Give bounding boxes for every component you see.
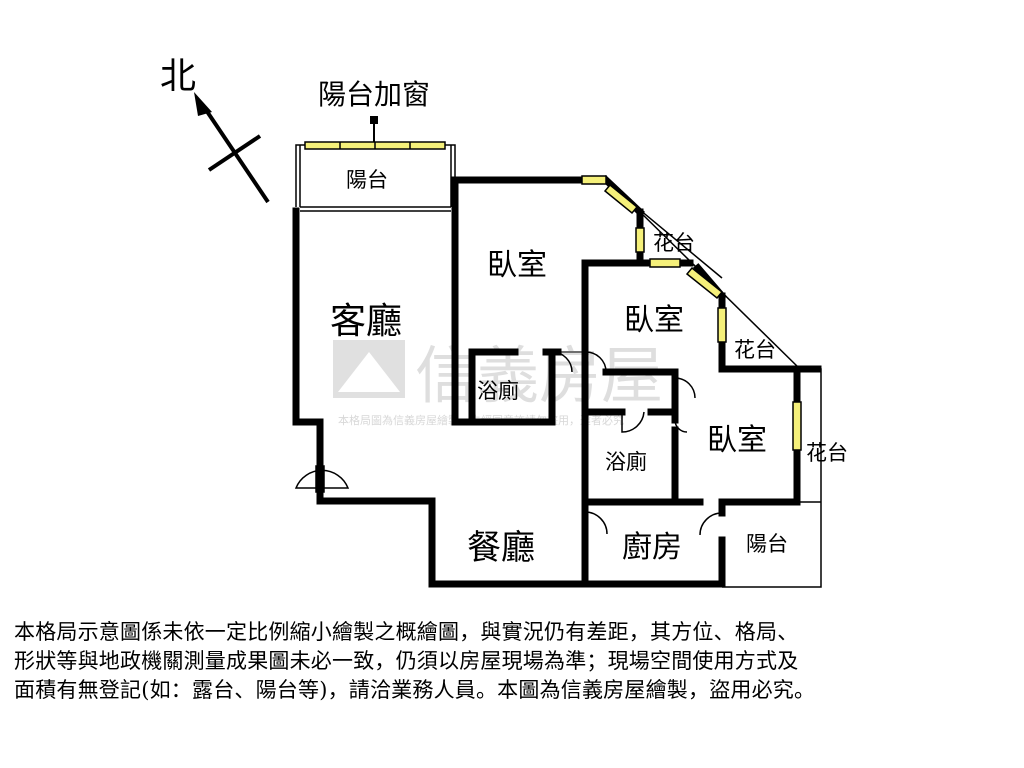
label-bedroom-2: 臥室	[624, 303, 684, 338]
window-bedroom3-right	[792, 401, 802, 451]
window-diagonal-2	[685, 266, 724, 300]
windows	[304, 141, 802, 451]
label-living-room: 客廳	[330, 301, 402, 342]
bedroom3-door	[674, 377, 696, 399]
bedroom2-door	[584, 351, 607, 373]
watermark-logo-mark	[338, 352, 400, 392]
doors	[294, 351, 723, 536]
label-planter-3: 花台	[806, 441, 848, 465]
disclaimer-line-1: 本格局示意圖係未依一定比例縮小繪製之概繪圖，與實況仍有差距，其方位、格局、	[14, 620, 799, 644]
bathroom2-door	[621, 411, 645, 433]
window-bedroom2-top	[649, 258, 681, 268]
disclaimer-line-3: 面積有無登記(如：露台、陽台等)，請洽業務人員。本圖為信義房屋繪製，盜用必究。	[14, 678, 816, 702]
north-arrow-icon	[194, 92, 212, 116]
label-bedroom-1: 臥室	[487, 248, 547, 283]
label-dining-room: 餐廳	[467, 528, 535, 568]
kitchen-door	[584, 511, 608, 535]
balcony-door	[699, 512, 723, 536]
bathroom1-door	[551, 351, 573, 373]
window-bedroom2-side	[635, 227, 645, 253]
north-compass: 北	[160, 56, 270, 204]
label-kitchen: 廚房	[622, 530, 682, 565]
window-bedroom1-top	[581, 175, 607, 185]
window-bedroom2-right	[717, 307, 727, 343]
label-planter-1: 花台	[653, 231, 695, 255]
disclaimer: 本格局示意圖係未依一定比例縮小繪製之概繪圖，與實況仍有差距，其方位、格局、 形狀…	[14, 618, 1014, 705]
label-planter-2: 花台	[734, 338, 776, 362]
label-balcony-bottom: 陽台	[746, 532, 788, 556]
label-bedroom-3: 臥室	[707, 423, 767, 458]
window-diagonal-1	[603, 183, 639, 215]
compass-label: 北	[160, 56, 196, 97]
disclaimer-line-2: 形狀等與地政機關測量成果圖未必一致，仍須以房屋現場為準；現場空間使用方式及	[14, 649, 799, 673]
label-bathroom-1: 浴廁	[477, 379, 519, 403]
label-balcony-window: 陽台加窗	[318, 78, 430, 111]
label-bathroom-2: 浴廁	[605, 450, 647, 474]
label-balcony-top: 陽台	[346, 168, 388, 192]
